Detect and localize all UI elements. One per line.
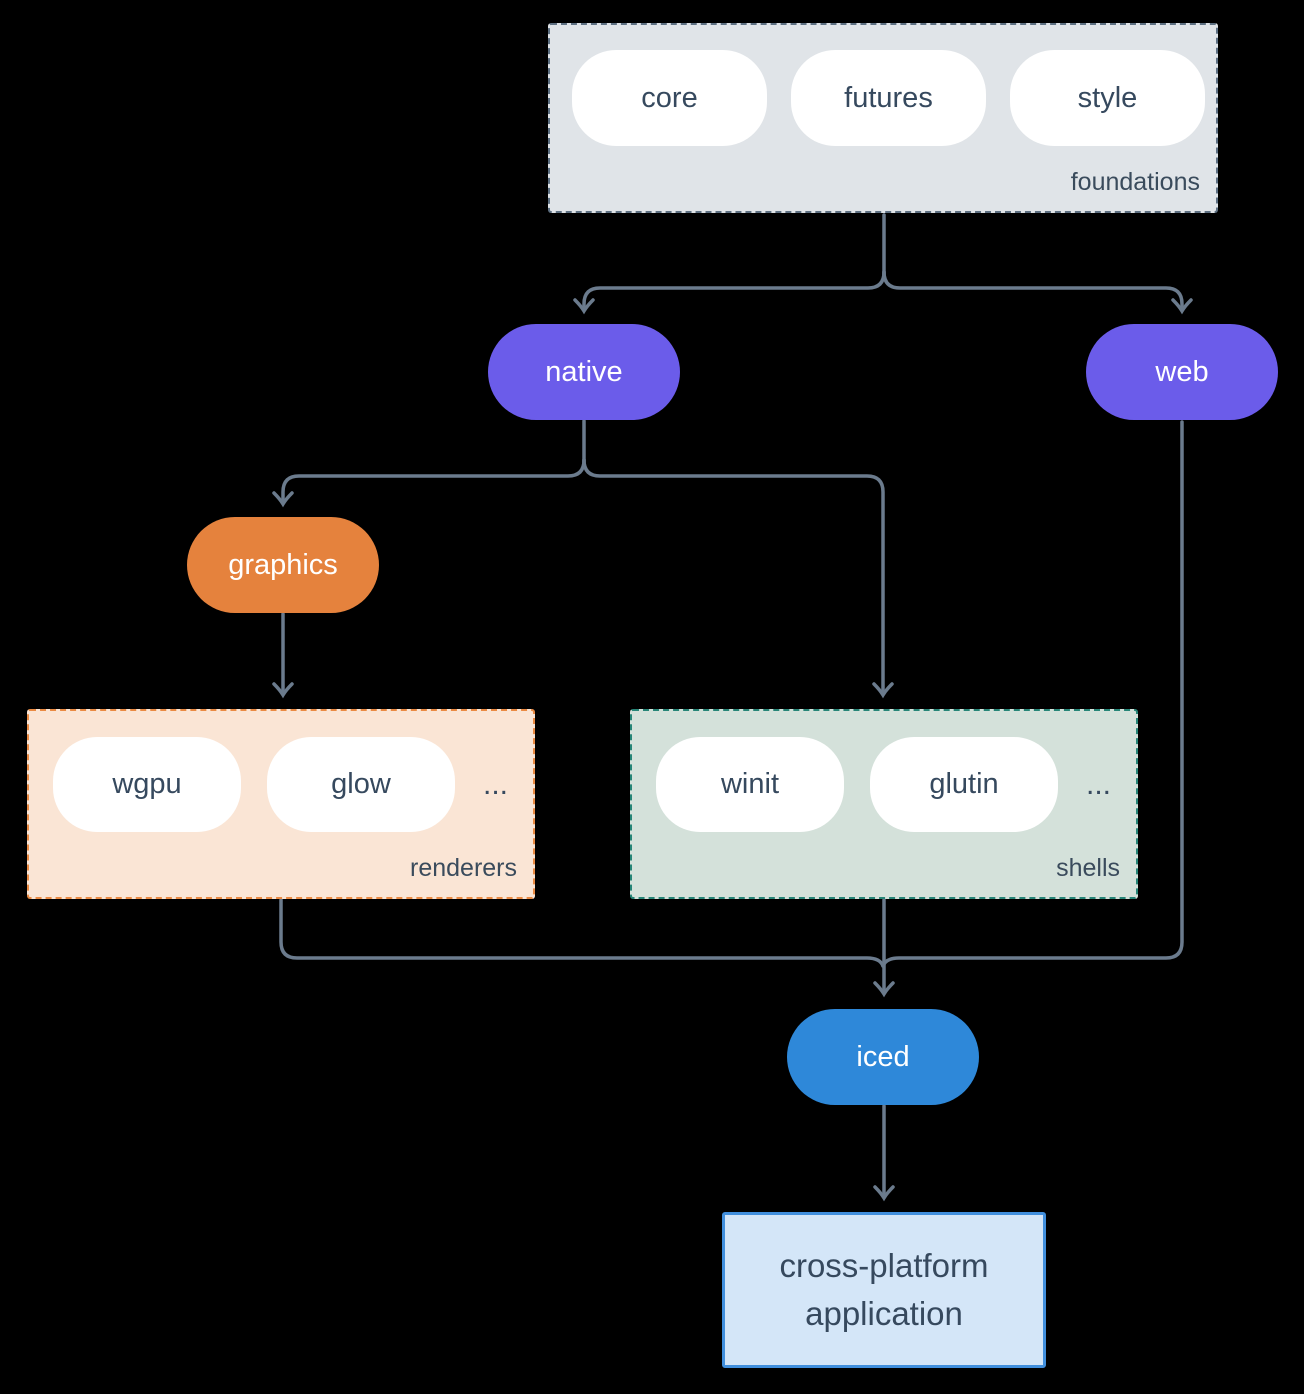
node-futures: futures — [791, 50, 986, 146]
node-core: core — [572, 50, 767, 146]
node-glow: glow — [267, 737, 455, 832]
edge-foundations-native — [573, 270, 886, 315]
renderers-group: wgpu glow ... renderers — [27, 709, 535, 899]
shells-pill-row: winit glutin ... — [656, 737, 1111, 832]
shells-label: shells — [1056, 854, 1120, 882]
renderers-ellipsis: ... — [483, 767, 509, 801]
application-label-line1: cross-platform — [779, 1247, 989, 1284]
application-box: cross-platform application — [722, 1212, 1046, 1368]
application-label-line2: application — [805, 1295, 963, 1332]
shells-group: winit glutin ... shells — [630, 709, 1138, 899]
edge-renderers-merge — [279, 898, 885, 968]
renderers-pill-row: wgpu glow ... — [53, 737, 508, 832]
node-web: web — [1086, 324, 1278, 420]
node-iced: iced — [787, 1009, 979, 1105]
node-style: style — [1010, 50, 1205, 146]
node-glutin: glutin — [870, 737, 1058, 832]
node-winit: winit — [656, 737, 844, 832]
node-wgpu: wgpu — [53, 737, 241, 832]
edge-native-shells — [582, 458, 894, 699]
renderers-label: renderers — [410, 854, 517, 882]
node-native: native — [488, 324, 680, 420]
node-graphics: graphics — [187, 517, 379, 613]
edge-foundations-web — [882, 270, 1193, 315]
shells-ellipsis: ... — [1086, 767, 1112, 801]
edge-web-merge — [881, 420, 1184, 968]
foundations-group: core futures style foundations — [548, 23, 1218, 213]
edge-native-graphics — [272, 458, 586, 508]
foundations-label: foundations — [1070, 168, 1200, 196]
foundations-pill-row: core futures style — [572, 50, 1205, 146]
